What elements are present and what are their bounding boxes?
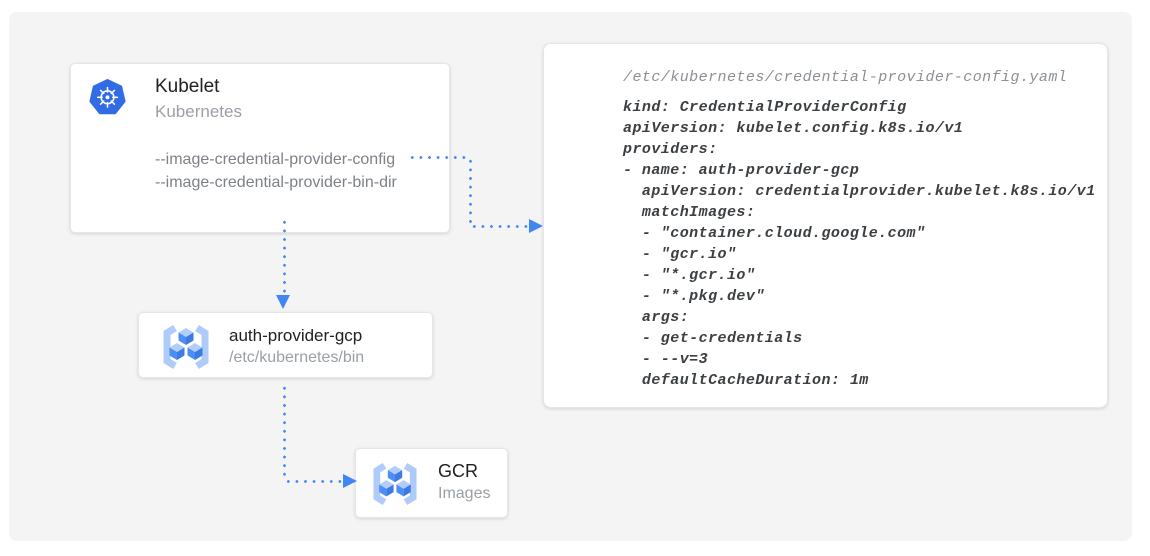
- kubelet-title: Kubelet: [155, 76, 220, 97]
- arrow-auth-provider-to-gcr-segment-1: [283, 384, 286, 481]
- arrow-config-to-yaml-segment-3: [470, 225, 530, 228]
- auth-provider-gcp-path: /etc/kubernetes/bin: [229, 349, 365, 366]
- auth-provider-gcp-node-card: auth-provider-gcp /etc/kubernetes/bin: [138, 312, 433, 378]
- kubelet-node-card: Kubelet Kubernetes --image-credential-pr…: [70, 63, 450, 233]
- gcr-node-card: GCR Images: [355, 448, 508, 518]
- config-file-path: /etc/kubernetes/credential-provider-conf…: [623, 69, 1068, 86]
- arrow-auth-provider-to-gcr-segment-2: [284, 480, 344, 483]
- arrow-auth-provider-to-gcr-head: [343, 474, 357, 488]
- gcr-cubes-icon: [163, 325, 209, 369]
- kubernetes-icon: [89, 79, 126, 115]
- credential-provider-config-card: /etc/kubernetes/credential-provider-conf…: [543, 43, 1108, 408]
- gcr-subtitle: Images: [438, 485, 491, 502]
- arrow-kubelet-to-auth-provider-head: [276, 295, 290, 309]
- arrow-config-to-yaml-segment-2: [469, 157, 472, 226]
- arrow-kubelet-to-auth-provider-segment: [283, 218, 286, 296]
- flag-image-credential-provider-config: --image-credential-provider-config: [155, 151, 396, 168]
- flag-image-credential-provider-bin-dir: --image-credential-provider-bin-dir: [155, 174, 397, 191]
- gcr-cubes-icon: [373, 462, 417, 506]
- kubelet-subtitle: Kubernetes: [155, 102, 242, 121]
- arrow-config-to-yaml-head: [529, 219, 543, 233]
- kubelet-flags: --image-credential-provider-config --ima…: [155, 148, 397, 194]
- arrow-config-to-yaml-segment-1: [408, 156, 470, 159]
- gcr-title: GCR: [438, 461, 478, 481]
- config-file-yaml: kind: CredentialProviderConfig apiVersio…: [623, 99, 1096, 389]
- auth-provider-gcp-title: auth-provider-gcp: [229, 326, 363, 345]
